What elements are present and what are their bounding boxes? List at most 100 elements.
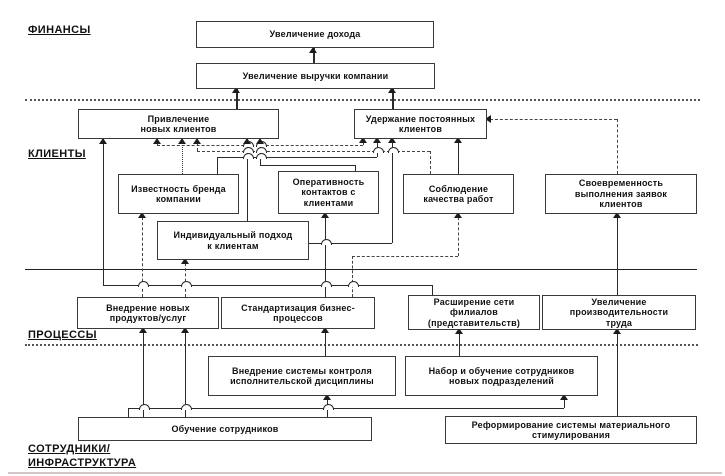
- node-labor-productivity: Увеличение производительности труда: [542, 295, 696, 330]
- arrowhead: [388, 137, 396, 143]
- line-jump: [321, 281, 332, 287]
- node-label: Своевременность выполнения заявок клиент…: [574, 178, 668, 210]
- node-label: Реформирование системы материального сти…: [471, 419, 671, 441]
- connector-line: [128, 408, 564, 409]
- node-label: Оперативность контактов с клиентами: [292, 176, 365, 208]
- connector-line: [128, 408, 129, 417]
- line-jump: [256, 153, 267, 159]
- line-jump: [181, 281, 192, 287]
- node-label: Привлечение новых клиентов: [140, 113, 217, 135]
- arrowhead: [455, 328, 463, 334]
- node-branch-network: Расширение сети филиалов (представительс…: [408, 295, 540, 330]
- connector-line: [197, 138, 198, 151]
- arrowhead: [138, 212, 146, 218]
- arrowhead: [232, 87, 240, 93]
- node-discipline-control: Внедрение системы контроля исполнительск…: [208, 356, 396, 396]
- arrowhead: [321, 327, 329, 333]
- separator-clients-processes: [25, 269, 697, 270]
- node-label: Внедрение системы контроля исполнительск…: [230, 365, 374, 387]
- section-label-finance: ФИНАНСЫ: [28, 24, 91, 36]
- node-label: Индивидуальный подход к клиентам: [173, 230, 293, 251]
- arrowhead: [485, 115, 491, 123]
- separator-processes-staff: [25, 344, 698, 346]
- connector-line: [217, 157, 377, 158]
- connector-line: [355, 165, 356, 171]
- arrowhead: [153, 138, 161, 144]
- section-label-processes: ПРОЦЕССЫ: [28, 329, 97, 341]
- connector-line: [564, 394, 565, 408]
- section-label-staff-2: ИНФРАСТРУКТУРА: [28, 457, 137, 469]
- arrowhead: [454, 137, 462, 143]
- connector-line: [352, 256, 353, 297]
- node-staff-training: Обучение сотрудников: [78, 417, 372, 441]
- connector-line: [485, 119, 617, 120]
- connector-line: [325, 212, 326, 297]
- arrowhead: [359, 137, 367, 143]
- arrowhead: [181, 258, 189, 264]
- node-process-standardization: Стандартизация бизнес- процессов: [221, 297, 375, 329]
- connector-line: [458, 137, 459, 174]
- connector-line: [325, 327, 326, 356]
- line-jump: [243, 153, 254, 159]
- connector-line: [103, 285, 432, 286]
- node-increase-revenue: Увеличение выручки компании: [196, 63, 435, 89]
- arrowhead: [373, 137, 381, 143]
- line-jump: [139, 404, 150, 410]
- node-label: Соблюдение качества работ: [423, 183, 494, 205]
- connector-line: [392, 137, 393, 243]
- arrowhead: [560, 394, 568, 400]
- connector-line: [352, 256, 458, 257]
- connector-line: [143, 327, 144, 417]
- arrowhead: [613, 328, 621, 334]
- connector-line: [260, 165, 355, 166]
- arrowhead: [323, 394, 331, 400]
- node-timely-requests: Своевременность выполнения заявок клиент…: [545, 174, 697, 214]
- connector-line: [197, 151, 430, 152]
- node-work-quality: Соблюдение качества работ: [403, 174, 514, 214]
- node-increase-income: Увеличение дохода: [196, 21, 434, 48]
- node-new-products: Внедрение новых продуктов/услуг: [77, 297, 219, 329]
- node-contact-speed: Оперативность контактов с клиентами: [278, 171, 379, 214]
- separator-bottom: [8, 472, 722, 474]
- connector-line: [185, 258, 186, 297]
- connector-line: [142, 212, 143, 297]
- connector-line: [459, 328, 460, 356]
- arrowhead: [613, 212, 621, 218]
- connector-line: [185, 327, 186, 417]
- node-label: Увеличение производительности труда: [569, 296, 669, 328]
- node-label: Набор и обучение сотрудников новых подра…: [428, 365, 575, 387]
- connector-line: [247, 138, 248, 221]
- connector-line: [617, 212, 618, 295]
- node-label: Увеличение дохода: [269, 29, 361, 40]
- node-brand-awareness: Известность бренда компании: [118, 174, 239, 214]
- connector-line: [103, 138, 104, 285]
- arrowhead: [139, 327, 147, 333]
- node-label: Удержание постоянных клиентов: [365, 113, 476, 135]
- connector-line: [313, 47, 315, 63]
- arrowhead: [243, 138, 251, 144]
- connector-line: [217, 157, 218, 174]
- section-label-clients: КЛИЕНТЫ: [28, 148, 86, 160]
- line-jump: [321, 239, 332, 245]
- node-incentive-reform: Реформирование системы материального сти…: [445, 416, 697, 444]
- arrowhead: [454, 212, 462, 218]
- node-label: Известность бренда компании: [131, 183, 226, 205]
- node-retain-clients: Удержание постоянных клиентов: [354, 109, 487, 139]
- node-attract-clients: Привлечение новых клиентов: [78, 109, 279, 139]
- connector-line: [458, 212, 459, 256]
- node-label: Увеличение выручки компании: [242, 70, 389, 81]
- line-jump: [243, 147, 254, 153]
- node-label: Обучение сотрудников: [171, 423, 279, 434]
- line-jump: [348, 281, 359, 287]
- connector-line: [236, 87, 238, 109]
- connector-line: [430, 151, 431, 174]
- line-jump: [256, 147, 267, 153]
- arrowhead: [99, 138, 107, 144]
- node-label: Внедрение новых продуктов/услуг: [106, 302, 190, 324]
- node-recruit-training: Набор и обучение сотрудников новых подра…: [405, 356, 598, 396]
- arrowhead: [178, 138, 186, 144]
- line-jump: [138, 281, 149, 287]
- arrowhead: [256, 138, 264, 144]
- line-jump: [181, 404, 192, 410]
- connector-line: [617, 328, 618, 416]
